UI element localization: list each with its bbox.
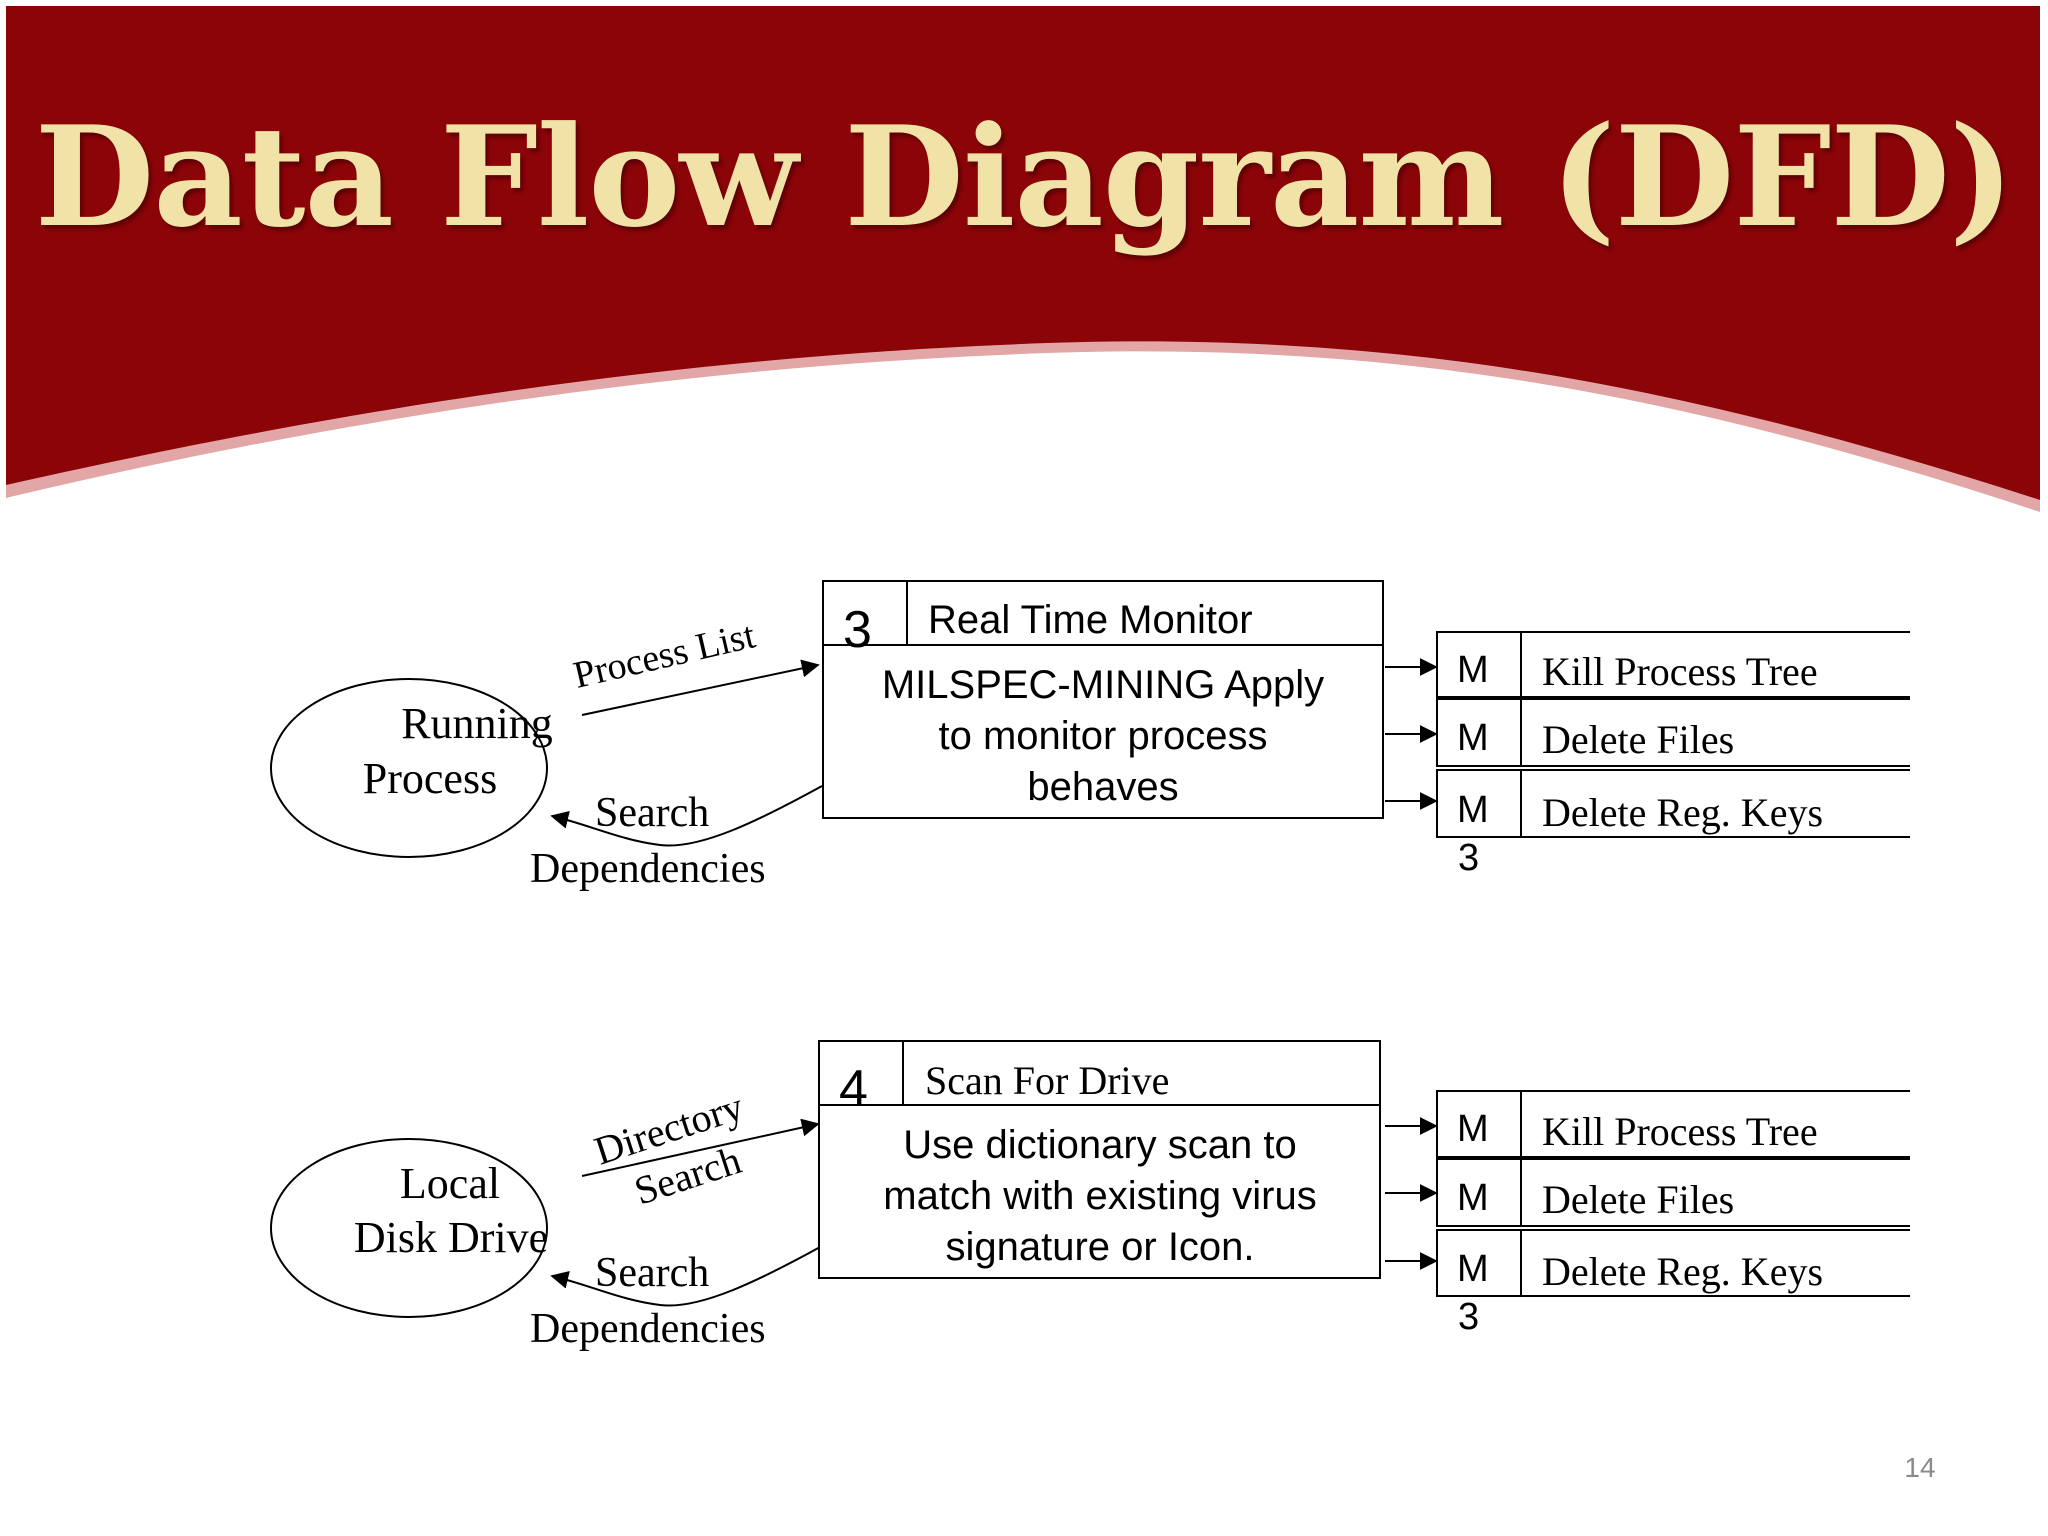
external-entity-running-process xyxy=(270,678,548,858)
process-3-real-time-monitor: 3 Real Time Monitor MILSPEC-MINING Apply… xyxy=(822,580,1384,819)
process-title: Scan For Drive xyxy=(925,1058,1169,1103)
data-store-m3: M 3 Delete Reg. Keys xyxy=(1436,769,1910,879)
page-number: 14 xyxy=(1904,1452,1936,1483)
store-label: Delete Reg. Keys xyxy=(1542,1249,1823,1294)
process-body-line: behaves xyxy=(1027,765,1178,809)
store-id: M xyxy=(1457,649,1489,691)
store-label: Kill Process Tree xyxy=(1542,649,1818,694)
store-label: Delete Files xyxy=(1542,717,1734,762)
flow-label-dependencies: Dependencies xyxy=(530,846,766,892)
process-number: 4 xyxy=(839,1060,868,1118)
process-body-line: MILSPEC-MINING Apply xyxy=(882,663,1324,707)
flow-search-dependencies xyxy=(550,785,823,847)
store-id: 3 xyxy=(1458,1296,1479,1338)
process-body-line: match with existing virus xyxy=(883,1174,1316,1218)
store-id: M xyxy=(1457,1177,1489,1219)
flow-label-search: Search xyxy=(595,790,709,836)
data-store-m1: M 1 Kill Process Tree xyxy=(1436,1090,1910,1195)
process-title: Real Time Monitor xyxy=(928,598,1253,642)
store-label: Delete Files xyxy=(1542,1177,1734,1222)
data-store-m3: M 3 Delete Reg. Keys xyxy=(1436,1229,1910,1338)
process-body-line: Use dictionary scan to xyxy=(903,1123,1297,1167)
store-id: M xyxy=(1457,789,1489,831)
slide-title: Data Flow Diagram (DFD) xyxy=(34,95,2015,258)
flow-directory-search xyxy=(581,1118,820,1177)
store-id: M xyxy=(1457,717,1489,759)
flow-label-dependencies: Dependencies xyxy=(530,1306,766,1352)
store-id: M xyxy=(1457,1108,1489,1150)
process-body-line: to monitor process xyxy=(938,714,1267,758)
diagram-1: Running Process Process List Search Depe… xyxy=(270,580,1910,892)
entity-label-line2: Process xyxy=(363,754,497,803)
external-entity-local-disk-drive xyxy=(270,1138,548,1318)
entity-label-line2: Disk Drive xyxy=(354,1213,548,1262)
data-store-m2: M 2 Delete Files xyxy=(1436,1158,1910,1227)
title-banner xyxy=(6,6,2040,500)
process-body-line: signature or Icon. xyxy=(945,1225,1254,1269)
store-id: 3 xyxy=(1458,837,1479,879)
diagram-2: Local Disk Drive Directory Search Search… xyxy=(270,1040,1910,1352)
process-number: 3 xyxy=(843,601,872,659)
entity-label-line1: Local xyxy=(400,1159,500,1208)
data-store-m2: M 2 Delete Files xyxy=(1436,698,1910,767)
flow-label-search: Search xyxy=(595,1250,709,1296)
flow-process-list xyxy=(581,659,820,716)
flow-search-dependencies xyxy=(550,1245,823,1307)
store-id: M xyxy=(1457,1248,1489,1290)
entity-label-line1: Running xyxy=(401,699,553,748)
store-label: Kill Process Tree xyxy=(1542,1109,1818,1154)
store-label: Delete Reg. Keys xyxy=(1542,790,1823,835)
process-4-scan-for-drive: 4 Scan For Drive Use dictionary scan to … xyxy=(818,1040,1381,1279)
